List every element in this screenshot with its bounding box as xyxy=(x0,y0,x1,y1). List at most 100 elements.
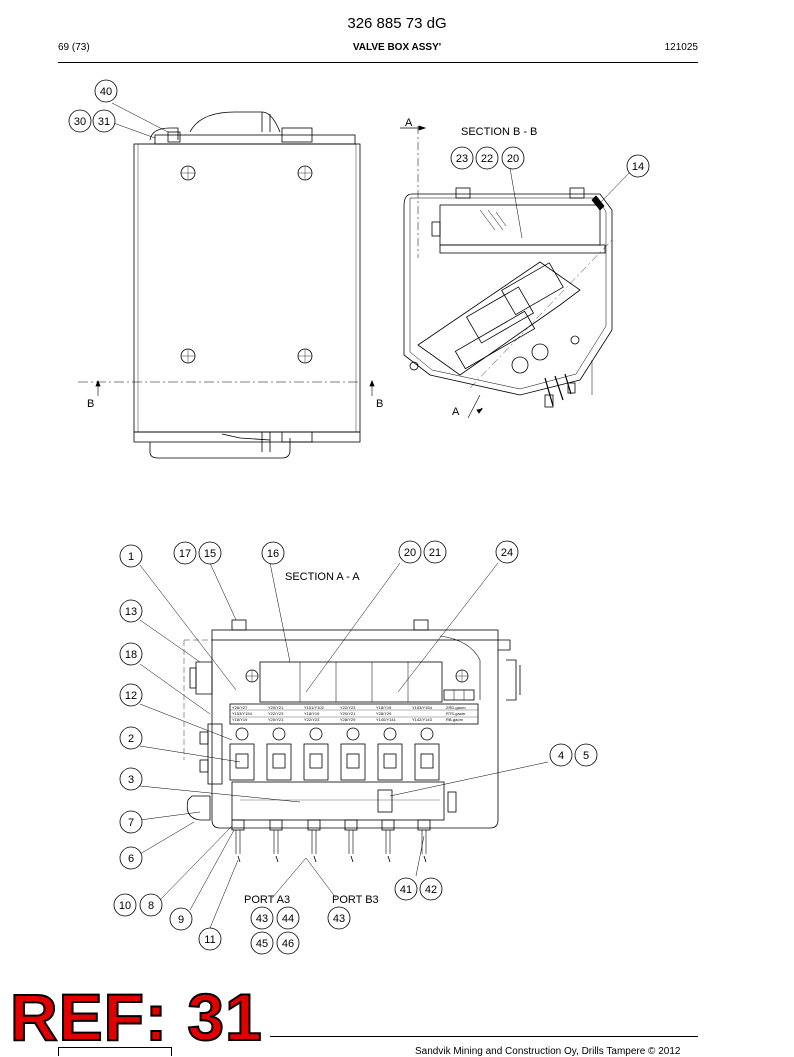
callout-1: 1 xyxy=(119,544,143,568)
svg-text:42: 42 xyxy=(425,884,437,896)
svg-text:Y153/Y154: Y153/Y154 xyxy=(232,711,253,716)
svg-text:Y20/Y21: Y20/Y21 xyxy=(340,711,356,716)
svg-text:Y20/Y21: Y20/Y21 xyxy=(268,705,284,710)
section-marker-b-left: B xyxy=(87,398,94,410)
callout-9: 9 xyxy=(169,907,193,931)
svg-text:13: 13 xyxy=(125,606,137,618)
port-a3-label: PORT A3 xyxy=(244,894,290,906)
page-title: VALVE BOX ASSY' xyxy=(352,42,442,53)
section-bb-label: SECTION B - B xyxy=(461,126,537,138)
svg-text:43: 43 xyxy=(256,913,268,925)
svg-text:ZRD-gaom: ZRD-gaom xyxy=(446,705,466,710)
callout-13: 13 xyxy=(119,599,143,623)
svg-text:31: 31 xyxy=(98,116,110,128)
callout-22: 22 xyxy=(475,146,499,170)
svg-text:5: 5 xyxy=(583,750,589,762)
callout-6: 6 xyxy=(119,846,143,870)
svg-text:RB-gaom: RB-gaom xyxy=(446,717,464,722)
svg-text:Y153/Y154: Y153/Y154 xyxy=(412,705,433,710)
svg-text:Y20/Y21: Y20/Y21 xyxy=(268,717,284,722)
footer-divider xyxy=(270,1036,698,1037)
front-view xyxy=(78,111,375,459)
svg-text:45: 45 xyxy=(256,938,268,950)
callout-21: 21 xyxy=(423,540,447,564)
callout-20-aa: 20 xyxy=(398,540,422,564)
svg-text:41: 41 xyxy=(400,884,412,896)
section-marker-a-bottom: A xyxy=(452,406,460,418)
callout-7: 7 xyxy=(119,810,143,834)
svg-text:10: 10 xyxy=(119,900,131,912)
svg-text:44: 44 xyxy=(282,913,294,925)
callout-17: 17 xyxy=(173,541,197,565)
callout-11: 11 xyxy=(198,927,222,951)
callout-24: 24 xyxy=(495,540,519,564)
callout-16: 16 xyxy=(261,541,285,565)
page-date: 121025 xyxy=(664,42,698,53)
svg-text:30: 30 xyxy=(74,116,86,128)
section-marker-a-top: A xyxy=(405,117,413,129)
callout-43-a: 43 xyxy=(250,906,274,930)
callout-30: 30 xyxy=(68,109,92,133)
svg-text:Y22/Y23: Y22/Y23 xyxy=(340,705,356,710)
callout-15: 15 xyxy=(198,541,222,565)
svg-text:23: 23 xyxy=(456,153,468,165)
svg-text:18: 18 xyxy=(125,649,137,661)
svg-text:14: 14 xyxy=(632,161,644,173)
callout-12: 12 xyxy=(119,683,143,707)
svg-text:12: 12 xyxy=(125,690,137,702)
callout-43-b: 43 xyxy=(327,906,351,930)
svg-text:Y28/Y29: Y28/Y29 xyxy=(340,717,356,722)
svg-text:4: 4 xyxy=(558,750,564,762)
callout-45: 45 xyxy=(250,931,274,955)
callout-23: 23 xyxy=(450,146,474,170)
svg-text:Y18/Y19: Y18/Y19 xyxy=(232,717,248,722)
header-divider xyxy=(58,62,698,63)
callout-2: 2 xyxy=(119,726,143,750)
valve-label-table: Y26/Y27 Y20/Y21 Y101/Y102 Y22/Y23 Y18/Y1… xyxy=(232,705,466,722)
callout-31: 31 xyxy=(92,109,116,133)
svg-text:6: 6 xyxy=(128,853,134,865)
callout-3: 3 xyxy=(119,767,143,791)
section-bb-view xyxy=(400,125,613,419)
section-aa-label: SECTION A - A xyxy=(285,571,360,583)
svg-text:11: 11 xyxy=(204,934,215,946)
valve-bank xyxy=(229,727,440,781)
svg-text:Y26/Y27: Y26/Y27 xyxy=(232,705,248,710)
callout-18: 18 xyxy=(119,642,143,666)
svg-text:RTS-gaom: RTS-gaom xyxy=(446,711,466,716)
svg-text:22: 22 xyxy=(481,153,493,165)
callout-44: 44 xyxy=(276,906,300,930)
leader-lines xyxy=(107,102,631,929)
section-marker-b-right: B xyxy=(376,398,383,410)
svg-text:Y18/Y19: Y18/Y19 xyxy=(376,705,392,710)
callout-41: 41 xyxy=(394,877,418,901)
svg-text:7: 7 xyxy=(128,817,134,829)
footer-copyright: Sandvik Mining and Construction Oy, Dril… xyxy=(415,1046,681,1057)
svg-text:15: 15 xyxy=(204,548,216,560)
svg-text:46: 46 xyxy=(282,938,294,950)
callout-14: 14 xyxy=(626,154,650,178)
svg-text:17: 17 xyxy=(179,548,191,560)
svg-text:20: 20 xyxy=(404,547,416,559)
page-number: 69 (73) xyxy=(58,42,90,53)
svg-text:8: 8 xyxy=(148,900,154,912)
callout-10: 10 xyxy=(113,893,137,917)
callout-46: 46 xyxy=(276,931,300,955)
callout-balloons: 40 30 31 23 22 20 14 1 17 15 16 20 21 24… xyxy=(68,79,650,955)
port-b3-label: PORT B3 xyxy=(332,894,379,906)
callout-20: 20 xyxy=(501,146,525,170)
svg-text:9: 9 xyxy=(178,914,184,926)
callout-42: 42 xyxy=(419,877,443,901)
callout-4: 4 xyxy=(549,743,573,767)
svg-text:16: 16 xyxy=(267,548,279,560)
svg-text:Y140/Y141: Y140/Y141 xyxy=(376,717,397,722)
svg-text:Y28/Y29: Y28/Y29 xyxy=(376,711,392,716)
svg-text:1: 1 xyxy=(128,551,134,563)
ref-stamp: REF: 31 xyxy=(9,980,263,1054)
svg-text:20: 20 xyxy=(507,153,519,165)
svg-text:40: 40 xyxy=(100,86,112,98)
svg-text:2: 2 xyxy=(128,733,134,745)
svg-text:43: 43 xyxy=(333,913,345,925)
svg-text:Y101/Y102: Y101/Y102 xyxy=(304,705,325,710)
